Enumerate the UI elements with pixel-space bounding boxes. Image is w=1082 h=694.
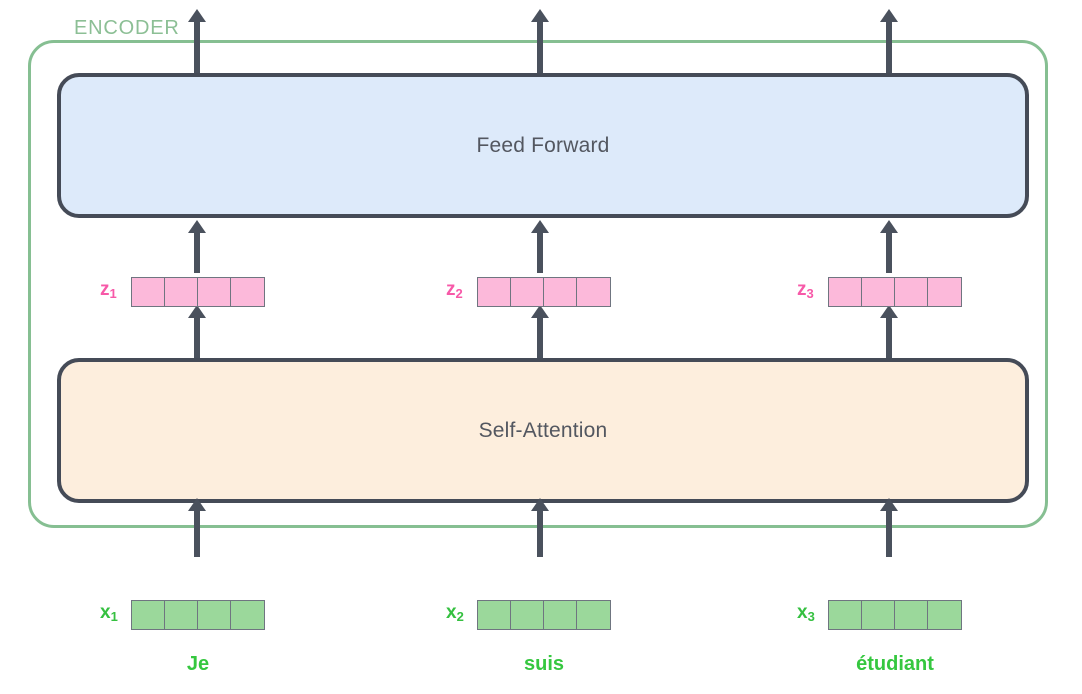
z3-vector (828, 277, 962, 307)
vector-cell (544, 278, 577, 306)
vector-cell (928, 278, 961, 306)
vector-cell (231, 601, 264, 629)
z1-symbol: z (100, 279, 110, 300)
x3-symbol: x (797, 602, 808, 623)
x3-subscript: 3 (807, 609, 815, 624)
x2-to-selfattention-arrow (537, 509, 543, 557)
z2-subscript: 2 (455, 286, 463, 301)
vector-cell (862, 601, 895, 629)
output-arrow-2 (537, 20, 543, 73)
vector-cell (544, 601, 577, 629)
vector-cell (829, 278, 862, 306)
vector-cell (577, 278, 610, 306)
x2-vector (477, 600, 611, 630)
z1-subscript: 1 (109, 286, 117, 301)
z2-to-feedforward-arrow (537, 231, 543, 273)
word-label-2: suis (523, 653, 565, 675)
vector-cell (862, 278, 895, 306)
vector-cell (231, 278, 264, 306)
vector-cell (829, 601, 862, 629)
feed-forward-block: Feed Forward (57, 73, 1029, 218)
x3-label: x3 (797, 602, 815, 624)
encoder-label: ENCODER (74, 17, 180, 39)
vector-cell (895, 278, 928, 306)
vector-cell (198, 278, 231, 306)
z2-symbol: z (446, 279, 456, 300)
x2-subscript: 2 (456, 609, 464, 624)
word-label-1: Je (186, 653, 210, 675)
vector-cell (577, 601, 610, 629)
x3-to-selfattention-arrow (886, 509, 892, 557)
vector-cell (478, 278, 511, 306)
x1-label: x1 (100, 602, 118, 624)
self-attention-block: Self-Attention (57, 358, 1029, 503)
vector-cell (132, 278, 165, 306)
vector-cell (928, 601, 961, 629)
vector-cell (165, 601, 198, 629)
z1-vector (131, 277, 265, 307)
x2-label: x2 (446, 602, 464, 624)
z2-label: z2 (446, 279, 463, 301)
x1-vector (131, 600, 265, 630)
z1-label: z1 (100, 279, 117, 301)
selfattention-to-z2-arrow (537, 316, 543, 358)
vector-cell (198, 601, 231, 629)
vector-cell (511, 601, 544, 629)
z3-label: z3 (797, 279, 814, 301)
feed-forward-label: Feed Forward (476, 133, 610, 157)
vector-cell (511, 278, 544, 306)
x1-subscript: 1 (110, 609, 118, 624)
z3-symbol: z (797, 279, 807, 300)
self-attention-label: Self-Attention (478, 418, 608, 442)
vector-cell (895, 601, 928, 629)
word-label-3: étudiant (856, 653, 934, 675)
output-arrow-1 (194, 20, 200, 73)
z2-vector (477, 277, 611, 307)
z3-to-feedforward-arrow (886, 231, 892, 273)
vector-cell (165, 278, 198, 306)
x1-to-selfattention-arrow (194, 509, 200, 557)
selfattention-to-z1-arrow (194, 316, 200, 358)
x3-vector (828, 600, 962, 630)
x2-symbol: x (446, 602, 457, 623)
z1-to-feedforward-arrow (194, 231, 200, 273)
selfattention-to-z3-arrow (886, 316, 892, 358)
vector-cell (478, 601, 511, 629)
output-arrow-3 (886, 20, 892, 73)
z3-subscript: 3 (806, 286, 814, 301)
x1-symbol: x (100, 602, 111, 623)
vector-cell (132, 601, 165, 629)
